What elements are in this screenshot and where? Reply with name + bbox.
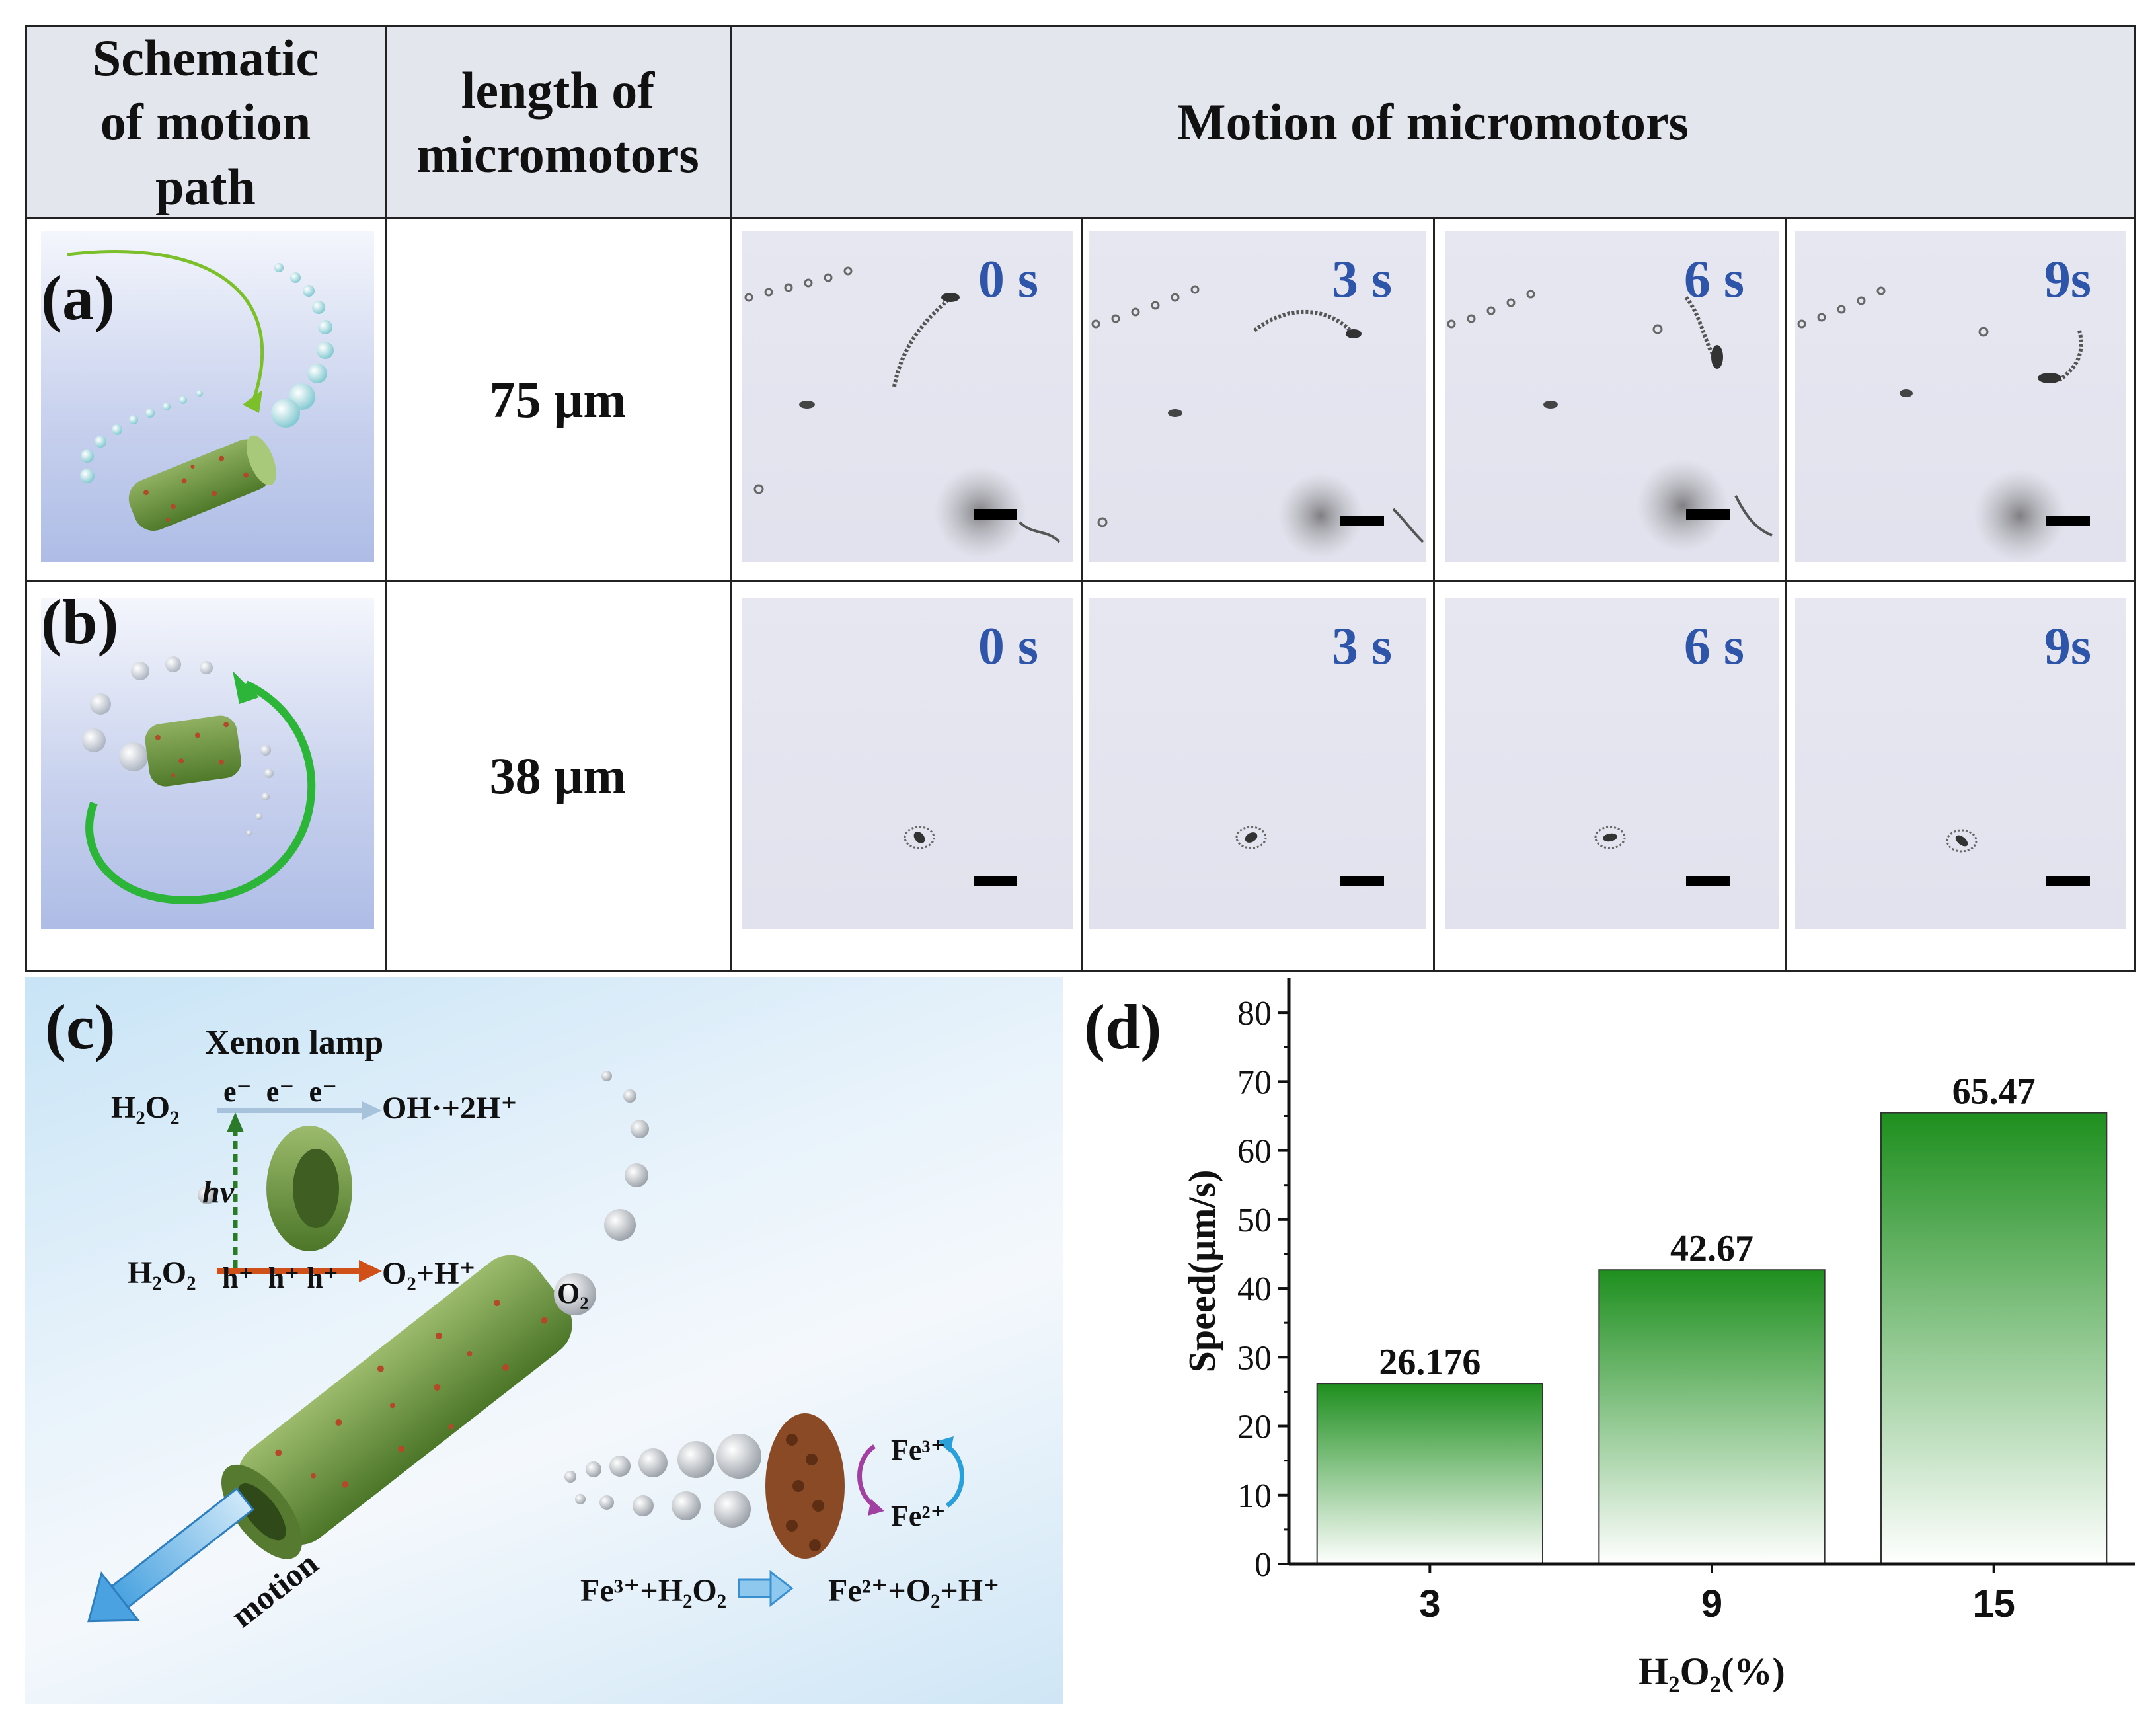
y-tick-label: 40 — [1237, 1270, 1272, 1308]
frame-b-1: 3 s — [1089, 598, 1426, 929]
schematic-a — [41, 231, 374, 562]
header-length: length of micromotors — [386, 26, 730, 218]
y-tick-label: 10 — [1237, 1477, 1272, 1515]
bar-15 — [1880, 1112, 2108, 1565]
bar-3 — [1316, 1383, 1543, 1565]
scale-bar-b-0 — [974, 876, 1017, 886]
scale-bar-b-2 — [1686, 876, 1730, 886]
scale-bar-b-1 — [1340, 876, 1384, 886]
schematic-b — [41, 598, 374, 929]
header-motion-text: Motion of micromotors — [1176, 93, 1689, 151]
bar-9 — [1598, 1269, 1826, 1565]
o2-product-label: O₂+H⁺ — [382, 1256, 476, 1291]
y-tick-label: 20 — [1237, 1409, 1272, 1446]
h2o2-bottom-label: H₂O₂ — [128, 1255, 196, 1290]
x-tick-label: 9 — [1701, 1582, 1722, 1625]
y-axis-title: Speed(μm/s) — [1180, 1170, 1223, 1373]
panel-d: (d) 26.176 3 42.67 9 65.47 15 0 10 20 30 40 50 60 70 8… — [1071, 977, 2155, 1711]
data-label-15: 65.47 — [1952, 1071, 2036, 1112]
row-label-b: (b) — [41, 586, 119, 657]
hv-label: hv — [202, 1175, 234, 1210]
frame-b-3: 9s — [1795, 598, 2126, 929]
xenon-lamp-label: Xenon lamp — [205, 1024, 384, 1062]
scale-bar-a-1 — [1340, 516, 1384, 526]
header-length-text: length of micromotors — [416, 61, 699, 184]
panel-c: (c) Xenon lamp H₂O₂ e⁻ e⁻ e⁻ OH·+2H⁺ hv … — [25, 977, 1063, 1704]
x-tick-label: 15 — [1972, 1582, 2015, 1625]
y-tick-label: 70 — [1237, 1064, 1272, 1101]
time-b-1: 3 s — [1331, 617, 1392, 676]
x-tick-label: 3 — [1419, 1582, 1440, 1625]
speed-bar-chart: 26.176 3 42.67 9 65.47 15 0 10 20 30 40 50 60 70 80Spe… — [1180, 978, 2135, 1693]
length-a: 75 μm — [489, 370, 627, 428]
y-tick-label: 50 — [1237, 1202, 1272, 1239]
frame-a-3: 9s — [1795, 231, 2126, 562]
holes-label: h⁺ h⁺ h⁺ — [222, 1262, 339, 1294]
x-axis-title: H₂O₂(%) — [1638, 1650, 1785, 1693]
frame-a-1: 3 s — [1089, 231, 1426, 562]
length-b: 38 μm — [489, 747, 627, 804]
electrons-label: e⁻ e⁻ e⁻ — [223, 1075, 338, 1108]
scale-bar-a-0 — [974, 509, 1017, 520]
time-b-0: 0 s — [978, 617, 1038, 676]
header-schematic: Schematic of motion path — [26, 26, 385, 218]
header-schematic-text: Schematic of motion path — [92, 28, 319, 215]
reaction-left-label: Fe³⁺+H₂O₂ — [580, 1573, 727, 1608]
frame-b-2: 6 s — [1445, 598, 1779, 929]
data-label-9: 42.67 — [1670, 1228, 1753, 1269]
h2o2-top-label: H₂O₂ — [111, 1090, 180, 1125]
time-a-2: 6 s — [1683, 251, 1744, 309]
y-tick-label: 0 — [1254, 1546, 1272, 1584]
fe3-label: Fe³⁺ — [891, 1434, 946, 1466]
time-a-1: 3 s — [1331, 251, 1392, 309]
o2-bubble-label: O₂ — [557, 1277, 589, 1309]
frame-a-0: 0 s — [742, 231, 1073, 562]
y-tick-label: 60 — [1237, 1133, 1272, 1171]
panel-d-label: (d) — [1084, 992, 1162, 1062]
time-b-3: 9s — [2044, 617, 2091, 676]
scale-bar-b-3 — [2046, 876, 2090, 886]
frame-a-2: 6 s — [1445, 231, 1779, 562]
reaction-right-label: Fe²⁺+O₂+H⁺ — [828, 1573, 1000, 1608]
scale-bar-a-2 — [1686, 509, 1730, 520]
data-label-3: 26.176 — [1379, 1342, 1481, 1383]
scale-bar-a-3 — [2046, 516, 2090, 526]
frame-b-0: 0 s — [742, 598, 1073, 929]
y-tick-label: 80 — [1237, 995, 1272, 1032]
time-a-3: 9s — [2044, 251, 2091, 309]
time-a-0: 0 s — [978, 251, 1038, 309]
time-b-2: 6 s — [1683, 617, 1744, 676]
oh-product-label: OH·+2H⁺ — [382, 1091, 518, 1126]
header-motion: Motion of micromotors — [731, 26, 2135, 218]
fe2-label: Fe²⁺ — [891, 1500, 946, 1532]
panel-c-label: (c) — [45, 992, 116, 1062]
row-label-a: (a) — [41, 262, 115, 333]
y-tick-label: 30 — [1237, 1339, 1272, 1377]
